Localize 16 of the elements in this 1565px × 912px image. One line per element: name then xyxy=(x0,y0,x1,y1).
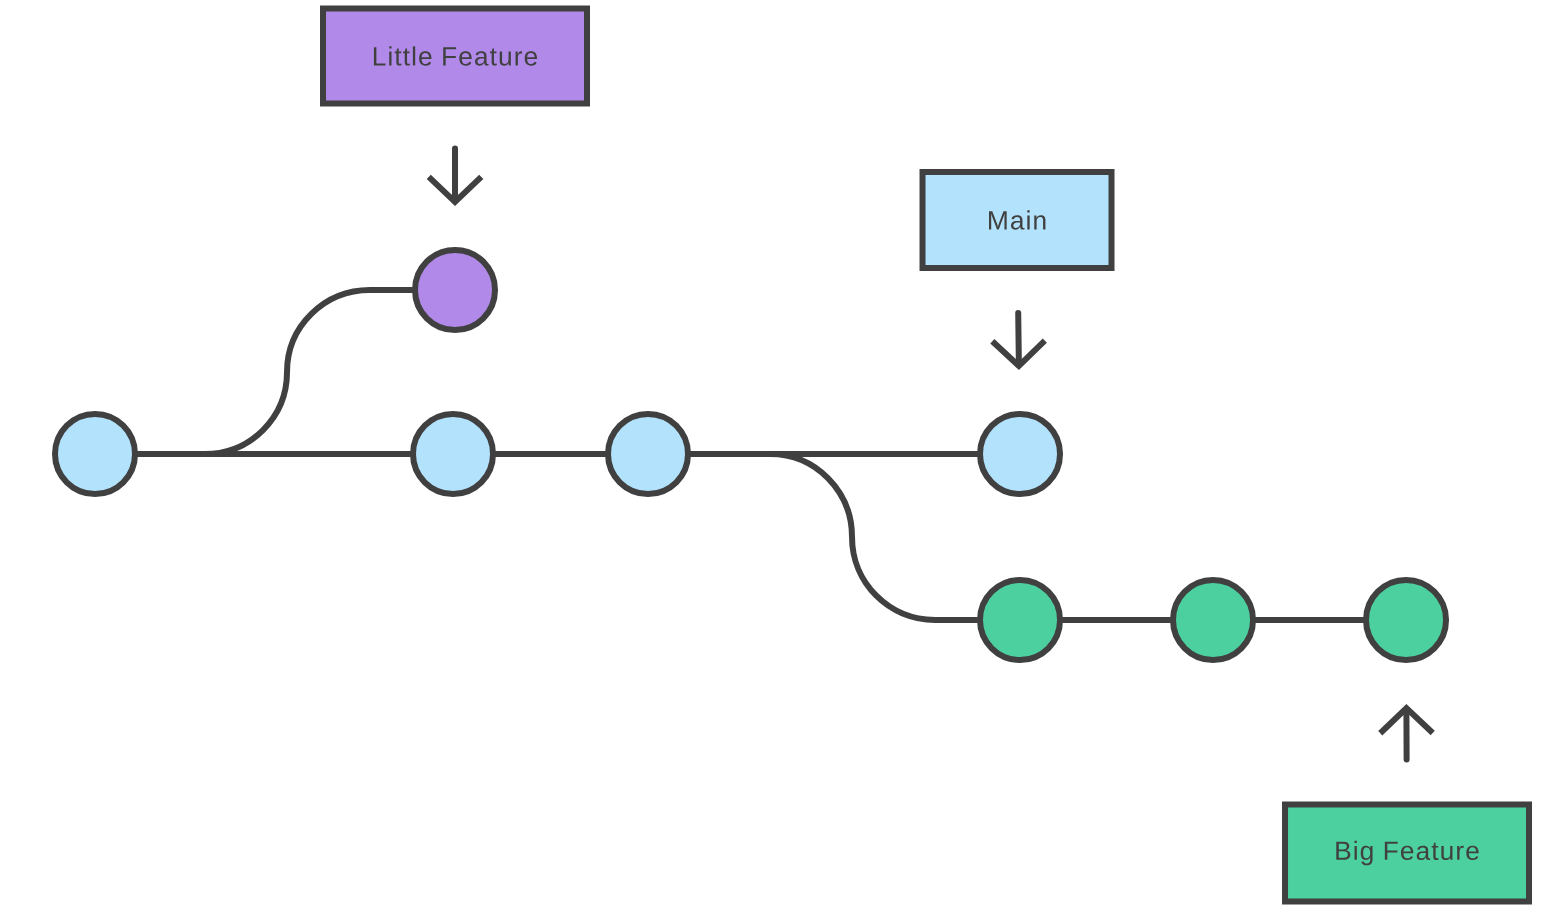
commit-circle xyxy=(977,577,1063,663)
branch-line xyxy=(1060,617,1173,623)
commit-circle xyxy=(410,411,496,497)
label-box: Little Feature xyxy=(320,5,590,107)
commit-circle xyxy=(1170,577,1256,663)
branch-curve xyxy=(688,451,980,623)
label-box: Main xyxy=(919,169,1115,271)
branch-line xyxy=(493,451,608,457)
commit-circle xyxy=(977,411,1063,497)
branch-line xyxy=(135,451,413,457)
branch-line xyxy=(1253,617,1366,623)
commit-circle xyxy=(52,411,138,497)
commit-circle xyxy=(1363,577,1449,663)
commit-circle xyxy=(605,411,691,497)
label-box: Big Feature xyxy=(1282,801,1532,905)
commit-circle xyxy=(412,247,498,333)
